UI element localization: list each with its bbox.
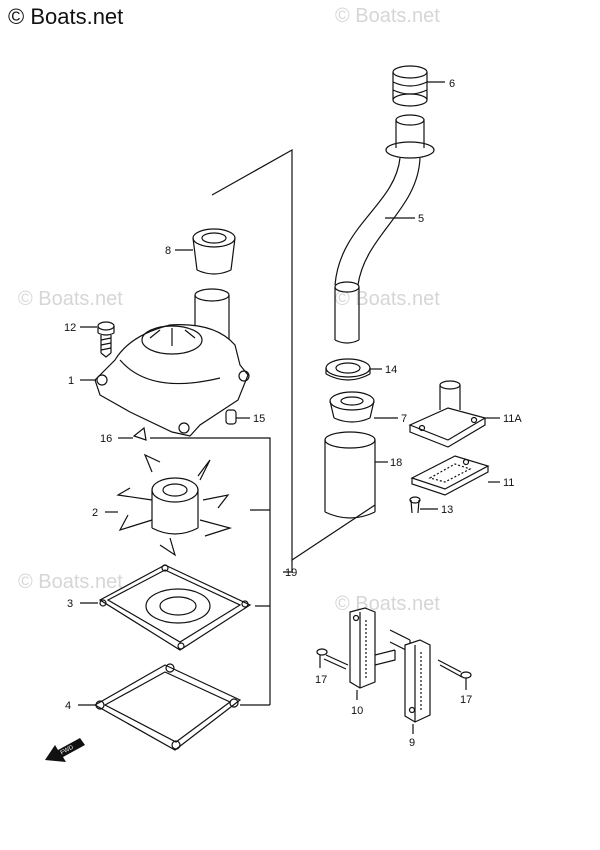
callout-16: 16 (100, 433, 112, 445)
watermark: © Boats.net (335, 5, 440, 27)
callout-8: 8 (165, 245, 171, 257)
part-3-plate (80, 564, 252, 651)
callout-19: 19 (285, 567, 297, 579)
callout-11a: 11A (503, 413, 522, 425)
part-17-screw-left (316, 648, 349, 670)
part-5-hose (334, 114, 435, 344)
part-10-clip (349, 607, 396, 700)
watermark: © Boats.net (335, 288, 440, 310)
watermark: © Boats.net (18, 288, 123, 310)
part-17-screw-right (437, 659, 472, 690)
part-9-clip (389, 629, 431, 734)
callout-17-left: 17 (315, 674, 327, 686)
callout-6: 6 (449, 78, 455, 90)
watermarks: © Boats.net © Boats.net © Boats.net © Bo… (18, 5, 440, 615)
callout-9: 9 (409, 737, 415, 749)
brand-logo-text: © Boats.net (8, 4, 124, 29)
assembly-sub-bracket-ticks (240, 509, 270, 706)
fwd-arrow-icon: FWD (45, 738, 85, 762)
callout-13: 13 (441, 504, 453, 516)
part-13-screw (409, 496, 438, 514)
part-15-pin (225, 409, 250, 425)
part-1-pump-housing (80, 288, 250, 437)
part-6-grommet (392, 65, 445, 107)
callout-2: 2 (92, 507, 98, 519)
assembly-sub-bracket-top (150, 437, 271, 510)
watermark: © Boats.net (18, 571, 123, 593)
callout-7: 7 (401, 413, 407, 425)
part-2-impeller (105, 453, 233, 557)
part-18-sleeve (324, 431, 388, 519)
callout-4: 4 (65, 700, 71, 712)
part-16-key (118, 426, 147, 441)
callout-3: 3 (67, 598, 73, 610)
callout-17-right: 17 (460, 694, 472, 706)
part-4-gasket (78, 663, 242, 751)
assembly-bracket (211, 148, 376, 562)
callout-18: 18 (390, 457, 402, 469)
callout-15: 15 (253, 413, 265, 425)
callout-10: 10 (351, 705, 363, 717)
part-14-ring (325, 358, 382, 381)
part-11-screen (410, 455, 500, 496)
callout-11: 11 (503, 477, 514, 489)
callouts: 6 5 8 12 14 1 15 7 11A 16 18 11 13 2 19 … (64, 78, 522, 749)
callout-14: 14 (385, 364, 397, 376)
part-11a-outlet (408, 380, 500, 448)
part-12-bolt (80, 321, 115, 358)
assembly-bracket-tail (283, 560, 293, 573)
part-8-bushing (175, 228, 236, 275)
callout-12: 12 (64, 322, 76, 334)
callout-5: 5 (418, 213, 424, 225)
part-7-bushing (329, 391, 398, 423)
callout-1: 1 (68, 375, 74, 387)
